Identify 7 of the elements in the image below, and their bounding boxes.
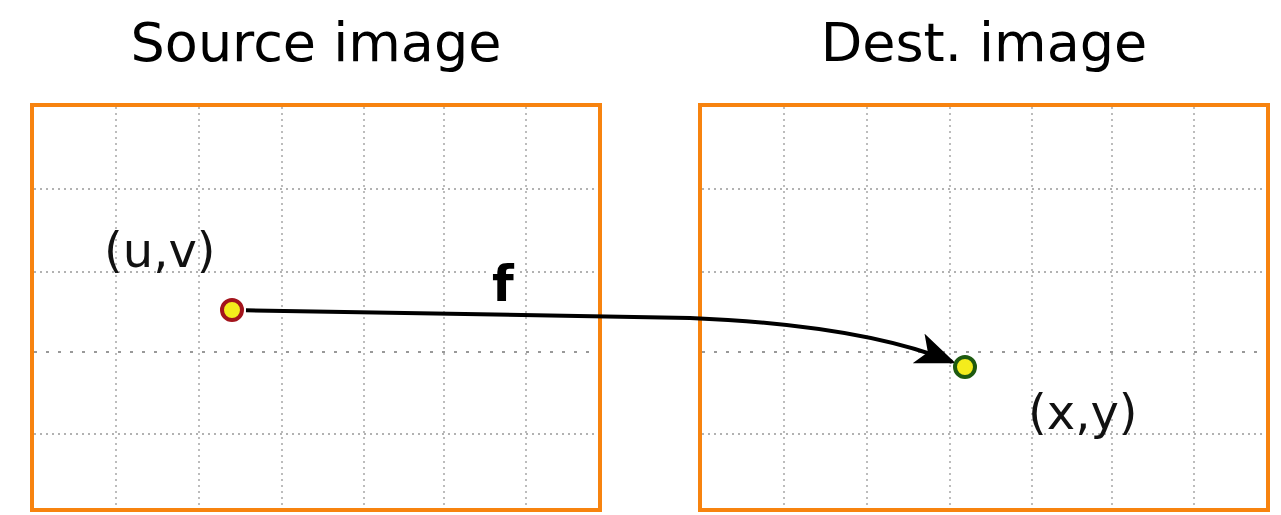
image-heading: Dest. image <box>819 10 1149 76</box>
image-heading: Source image <box>129 10 503 76</box>
point-marker <box>953 355 977 379</box>
arrow <box>245 308 956 365</box>
coordinate-label: (x,y) <box>1028 384 1138 440</box>
point-marker <box>220 298 244 322</box>
coordinate-label: (u,v) <box>104 222 216 278</box>
